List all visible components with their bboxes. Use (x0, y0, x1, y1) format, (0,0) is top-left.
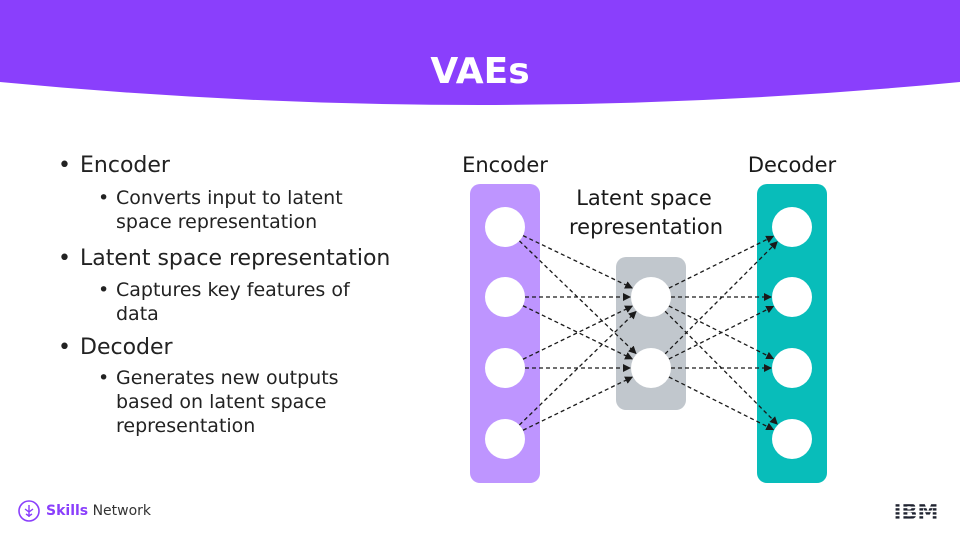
decoder-label: Decoder (748, 153, 837, 177)
skills-network-icon (18, 500, 40, 522)
edge-encoder-4-latent-2 (522, 376, 634, 431)
ibm-logo: IBM (894, 500, 939, 522)
decoder-node-3 (772, 348, 812, 388)
svg-text:IBM: IBM (894, 500, 939, 522)
latent-label-line1: Latent space (576, 186, 712, 210)
latent-node-1 (631, 277, 671, 317)
decoder-node-2 (772, 277, 812, 317)
connections (518, 235, 778, 431)
edge-encoder-1-latent-1 (522, 235, 633, 289)
edge-encoder-4-latent-1 (518, 310, 637, 426)
edge-latent-2-decoder-2 (668, 305, 775, 360)
encoder-node-1 (485, 207, 525, 247)
edge-latent-1-decoder-1 (668, 235, 775, 289)
edge-latent-2-decoder-4 (668, 376, 775, 431)
encoder-node-2 (485, 277, 525, 317)
edge-encoder-3-latent-1 (522, 305, 634, 360)
slide-title: VAEs (430, 51, 530, 92)
edge-latent-2-decoder-1 (664, 241, 778, 355)
nodes (485, 207, 812, 459)
title-banner (0, 0, 960, 105)
encoder-node-3 (485, 348, 525, 388)
latent-node-2 (631, 348, 671, 388)
decoder-node-4 (772, 419, 812, 459)
skills-network-logo: Skills Network (18, 498, 151, 524)
latent-label-line2: representation (569, 215, 723, 239)
encoder-block (470, 184, 540, 483)
decoder-block (757, 184, 827, 483)
edge-encoder-2-latent-2 (522, 305, 634, 360)
decoder-node-1 (772, 207, 812, 247)
encoder-label: Encoder (462, 153, 548, 177)
encoder-node-4 (485, 419, 525, 459)
